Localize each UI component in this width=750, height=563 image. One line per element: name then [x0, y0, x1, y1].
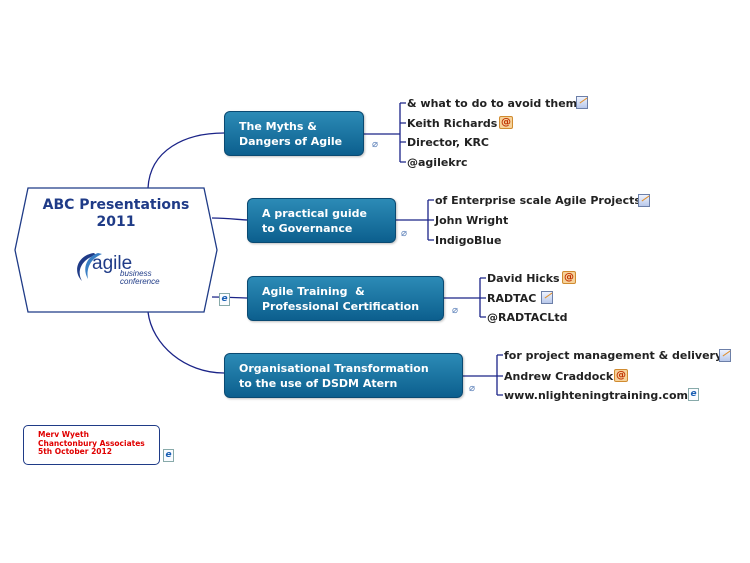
topic-2-line1: A practical guide — [262, 207, 367, 220]
leaf-2-2[interactable]: John Wright — [435, 214, 509, 227]
topic-myths-dangers[interactable]: The Myths & Dangers of Agile — [224, 111, 364, 156]
connector-leaves-2 — [395, 199, 434, 241]
topic-3-line1: Agile Training & — [262, 285, 365, 298]
footer-line3: 5th October 2012 — [38, 447, 112, 456]
connector-leaves-3 — [443, 277, 486, 318]
leaf-1-2[interactable]: Keith Richards — [407, 117, 498, 130]
leaf-2-3[interactable]: IndigoBlue — [435, 234, 502, 247]
email-icon[interactable]: @ — [614, 369, 628, 382]
topic-agile-training[interactable]: Agile Training & Professional Certificat… — [247, 276, 444, 321]
attachment-icon[interactable]: ⌀ — [452, 305, 459, 316]
leaf-4-2[interactable]: Andrew Craddock — [504, 370, 614, 383]
author-box[interactable]: Merv Wyeth Chanctonbury Associates 5th O… — [23, 425, 160, 465]
topic-organisational-transformation[interactable]: Organisational Transformation to the use… — [224, 353, 463, 398]
leaf-3-3[interactable]: @RADTACLtd — [487, 311, 568, 324]
note-icon[interactable] — [719, 349, 731, 362]
leaf-4-3[interactable]: www.nlighteningtraining.com — [504, 389, 688, 402]
connector-topic-3 — [211, 296, 249, 299]
topic-4-line2: to the use of DSDM Atern — [239, 377, 398, 390]
central-topic[interactable]: ABC Presentations 2011 agile business co… — [14, 187, 218, 313]
topic-1-line2: Dangers of Agile — [239, 135, 343, 148]
leaf-1-1[interactable]: & what to do to avoid them — [407, 97, 578, 110]
web-link-icon[interactable]: e — [219, 293, 230, 306]
leaf-1-4[interactable]: @agilekrc — [407, 156, 468, 169]
logo-sub2: conference — [120, 277, 160, 285]
note-icon[interactable] — [541, 291, 553, 304]
central-topic-shape — [14, 187, 218, 313]
attachment-icon[interactable]: ⌀ — [401, 228, 408, 239]
web-link-icon[interactable]: e — [688, 388, 699, 401]
note-icon[interactable] — [576, 96, 588, 109]
connector-leaves-1 — [363, 102, 406, 163]
leaf-2-1[interactable]: of Enterprise scale Agile Projects — [435, 194, 641, 207]
central-title-line2: 2011 — [96, 214, 136, 230]
leaf-3-2[interactable]: RADTAC — [487, 292, 537, 305]
attachment-icon[interactable]: ⌀ — [372, 139, 379, 150]
footer-line1: Merv Wyeth — [38, 430, 89, 439]
note-icon[interactable] — [638, 194, 650, 207]
web-link-icon[interactable]: e — [163, 449, 174, 462]
central-title-line1: ABC Presentations — [42, 197, 190, 213]
topic-4-line1: Organisational Transformation — [239, 362, 429, 375]
connector-leaves-4 — [462, 354, 503, 396]
topic-2-line2: to Governance — [262, 222, 353, 235]
email-icon[interactable]: @ — [562, 271, 576, 284]
topic-1-line1: The Myths & — [239, 120, 317, 133]
connector-topic-1 — [147, 132, 225, 189]
connector-topic-2 — [211, 217, 249, 221]
topic-practical-guide[interactable]: A practical guide to Governance — [247, 198, 396, 243]
email-icon[interactable]: @ — [499, 116, 513, 129]
logo-swoosh: agile business conference — [77, 253, 160, 285]
agile-business-conference-logo: agile business conference — [72, 249, 192, 285]
connector-topic-4 — [147, 311, 225, 374]
topic-3-line2: Professional Certification — [262, 300, 420, 313]
leaf-1-3[interactable]: Director, KRC — [407, 136, 490, 149]
leaf-3-1[interactable]: David Hicks — [487, 272, 560, 285]
leaf-4-1[interactable]: for project management & delivery — [504, 349, 723, 362]
attachment-icon[interactable]: ⌀ — [469, 383, 476, 394]
logo-sub1: business — [120, 269, 152, 278]
logo-main: agile — [92, 253, 132, 274]
footer-line2: Chanctonbury Associates — [38, 438, 145, 448]
central-title: ABC Presentations 2011 — [14, 197, 218, 231]
